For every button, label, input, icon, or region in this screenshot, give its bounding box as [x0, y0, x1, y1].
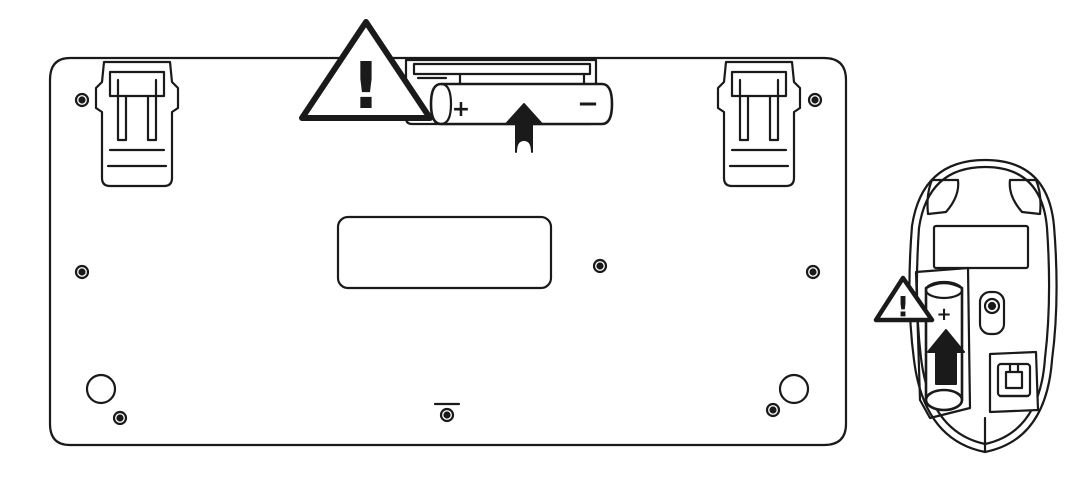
- mouse-slide-pad-right: [1008, 178, 1042, 216]
- keyboard-rubber-foot-right: [778, 373, 810, 405]
- keyboard-label-plate: [336, 215, 553, 290]
- mouse-slide-pad-left: [926, 178, 960, 216]
- keyboard-tilt-foot-right: [716, 60, 802, 188]
- up-arrow-icon: [505, 103, 543, 153]
- mouse-warning-symbol: !: [897, 290, 910, 323]
- keyboard-battery-plus-label: +: [452, 97, 470, 122]
- keyboard-warning-symbol: !: [351, 50, 380, 124]
- keyboard-body-outline: [48, 56, 848, 447]
- warning-triangle-icon: !: [299, 19, 433, 124]
- warning-triangle-icon: !: [873, 275, 935, 323]
- mouse-battery-compartment: [914, 266, 972, 420]
- keyboard-battery: [429, 82, 614, 126]
- keyboard-bottom-view: [48, 56, 848, 447]
- keyboard-tilt-foot-left: [94, 60, 180, 188]
- mouse-receiver-slot: [988, 350, 1040, 414]
- up-arrow-icon: [927, 329, 965, 385]
- mouse-battery-plus-label: +: [936, 304, 951, 325]
- keyboard-rubber-foot-left: [85, 373, 117, 405]
- mouse-label-area: [932, 224, 1030, 270]
- keyboard-battery-minus-label: −: [577, 89, 599, 119]
- mouse-optical-sensor: [978, 290, 1006, 336]
- mouse-bottom-view: [908, 158, 1058, 454]
- keyboard-screw-holes: [74, 92, 823, 426]
